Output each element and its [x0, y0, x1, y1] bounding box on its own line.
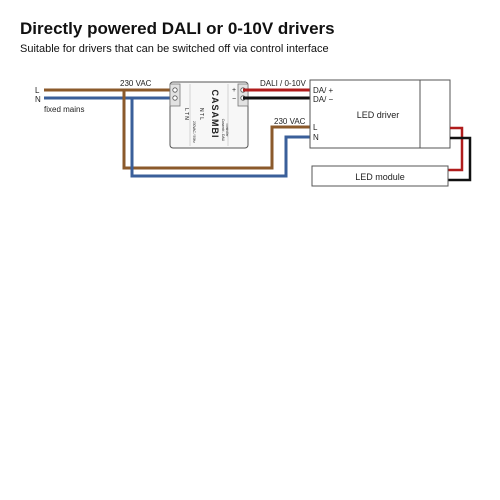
led-module: LED module — [311, 165, 449, 187]
driver-terminal-da-minus: DA/ − — [313, 95, 334, 104]
casambi-controller: CASAMBI L T N N T L 230VAC / 50Hz Casamb… — [169, 81, 249, 149]
controller-small-text-3: controller — [225, 123, 229, 137]
controller-right-terminals: N T L — [198, 108, 204, 120]
control-wiring-label: DALI / 0-10V — [260, 79, 306, 88]
driver-terminal-l: L — [313, 123, 318, 132]
controller-small-text-2: Casambi - DALI — [221, 119, 225, 142]
led-module-label: LED module — [355, 172, 405, 182]
controller-small-text-1: 230VAC / 50Hz — [192, 121, 196, 143]
diagram-subtitle: Suitable for drivers that can be switche… — [20, 43, 329, 55]
controller-brand: CASAMBI — [210, 90, 220, 139]
driver-neutral-wire — [130, 98, 310, 178]
mains-line-label: L — [35, 86, 40, 95]
mains-voltage-label: 230 VAC — [120, 79, 152, 88]
driver-terminal-n: N — [313, 133, 319, 142]
driver-line-wire — [122, 90, 310, 170]
driver-terminal-da-plus: DA/ + — [313, 86, 334, 95]
controller-plus-sign: + — [232, 87, 236, 94]
diagram-title: Directly powered DALI or 0-10V drivers — [20, 19, 335, 38]
mains-neutral-label: N — [35, 95, 41, 104]
controller-minus-sign: − — [232, 96, 236, 103]
led-output-plus-wire — [448, 126, 464, 172]
led-output-minus-wire — [448, 136, 472, 182]
led-driver: LED driver DA/ + DA/ − L N — [309, 79, 451, 149]
driver-supply-label: 230 VAC — [274, 117, 306, 126]
mains-caption: fixed mains — [44, 105, 84, 114]
controller-left-terminals: L T N — [183, 108, 189, 120]
led-driver-label: LED driver — [357, 110, 400, 120]
